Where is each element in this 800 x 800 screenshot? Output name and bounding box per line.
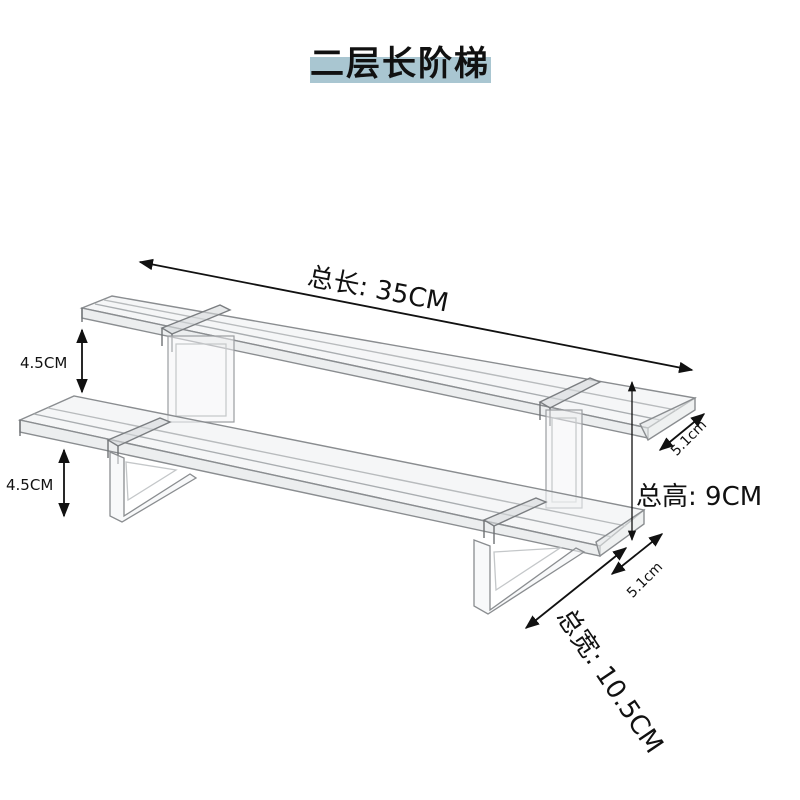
total-width-arrow [524,547,628,629]
total-height-label: 总高: 9CM [636,482,763,512]
upper-depth-arrow [658,413,706,451]
step-height-upper-label: 4.5CM [20,354,68,372]
step-height-lower-label: 4.5CM [6,476,54,494]
page-title: 二层长阶梯 [310,44,490,84]
dimension-lines [58,258,706,629]
length-arrow [138,258,694,374]
title-container: 二层长阶梯 [0,36,800,85]
title-highlight-bar [310,57,491,83]
